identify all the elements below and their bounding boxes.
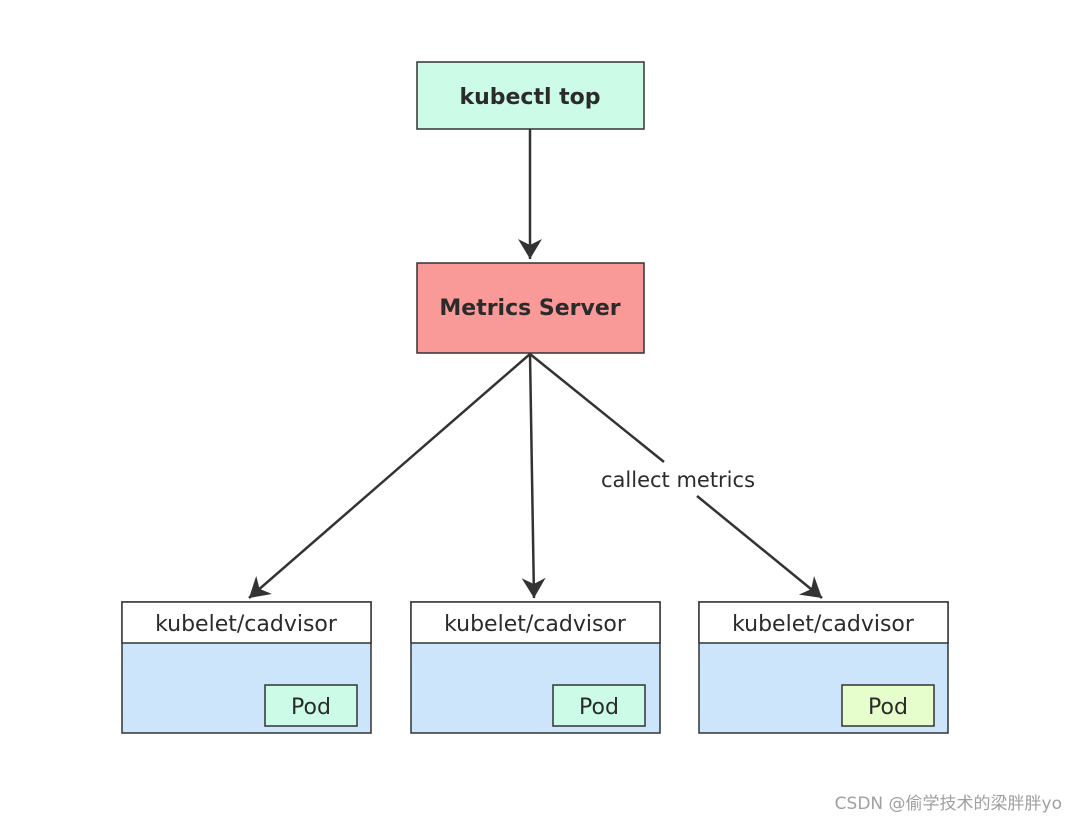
node-header-label: kubelet/cadvisor xyxy=(155,612,338,637)
pod-box xyxy=(552,684,646,727)
metrics-server-box xyxy=(416,262,645,354)
kubelet-node-1: kubelet/cadvisor Pod xyxy=(121,601,372,734)
arrow-metrics-to-node-3-upper xyxy=(529,353,665,463)
kubelet-node-2: kubelet/cadvisor Pod xyxy=(410,601,661,734)
arrow-metrics-to-node-3-lower xyxy=(696,495,823,599)
kubelet-node-3: kubelet/cadvisor Pod xyxy=(698,601,949,734)
node-header-label: kubelet/cadvisor xyxy=(732,612,915,637)
node-header xyxy=(410,601,661,644)
pod-label: Pod xyxy=(868,695,908,720)
kubectl-top-label: kubectl top xyxy=(459,85,600,110)
arrow-metrics-to-node-1 xyxy=(248,353,531,599)
arrow-metrics-to-node-2 xyxy=(521,353,546,599)
pod-label: Pod xyxy=(291,695,331,720)
metrics-server-node: Metrics Server xyxy=(416,262,645,354)
kubectl-top-box xyxy=(416,61,645,130)
pod-label: Pod xyxy=(579,695,619,720)
watermark: CSDN @偷学技术的梁胖胖yo xyxy=(834,794,1062,814)
pod-box xyxy=(264,684,358,727)
pod-box xyxy=(841,684,935,727)
collect-metrics-label: callect metrics xyxy=(601,468,755,492)
kubectl-top-node: kubectl top xyxy=(416,61,645,130)
node-header xyxy=(698,601,949,644)
node-header-label: kubelet/cadvisor xyxy=(444,612,627,637)
metrics-server-label: Metrics Server xyxy=(439,296,620,321)
node-header xyxy=(121,601,372,644)
